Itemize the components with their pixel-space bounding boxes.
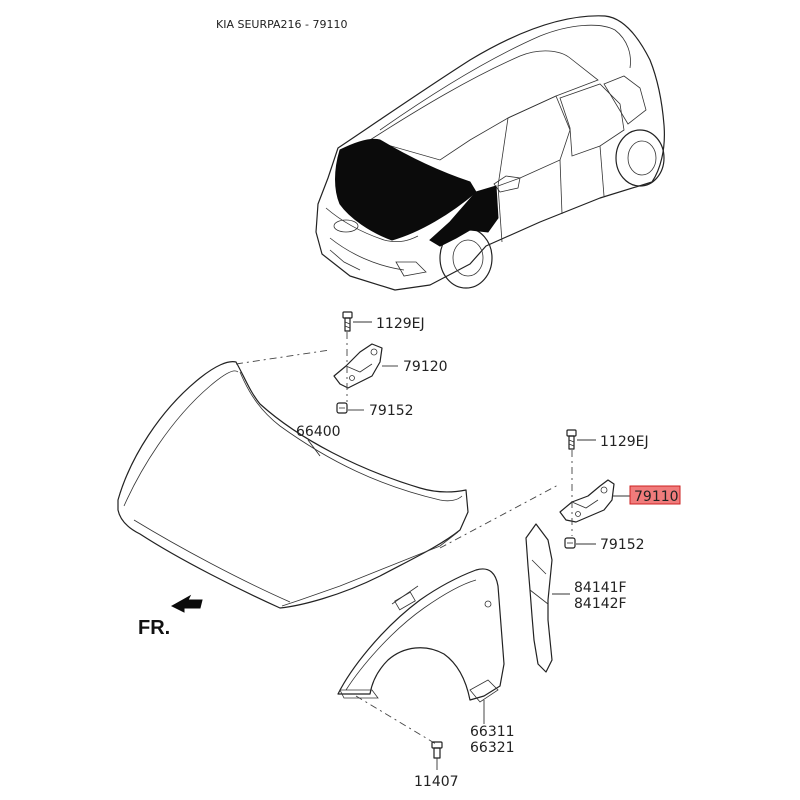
- label-1129ej-upper: 1129EJ: [376, 316, 425, 332]
- label-66400: 66400: [296, 424, 341, 440]
- label-66321: 66321: [470, 740, 515, 756]
- highlight-79110: [629, 485, 681, 505]
- label-11407: 11407: [414, 774, 459, 790]
- seal-84141f-icon: [525, 523, 553, 673]
- label-79110: 79110: [634, 489, 679, 505]
- label-84141f: 84141F: [574, 580, 627, 596]
- bolt-right-icon: [566, 429, 577, 450]
- right-hinge-assembly: [559, 429, 630, 549]
- fr-label: FR.: [138, 617, 170, 639]
- label-79152-right: 79152: [600, 537, 645, 553]
- hood-66400-icon: [117, 361, 469, 609]
- label-66311: 66311: [470, 724, 515, 740]
- hinge-79120-icon: [333, 343, 383, 389]
- nut-right-icon: [564, 537, 576, 549]
- label-79152-upper: 79152: [369, 403, 414, 419]
- label-84142f: 84142F: [574, 596, 627, 612]
- front-direction-indicator: FR.: [138, 594, 203, 639]
- label-79120: 79120: [403, 359, 448, 375]
- diagram-title: KIA SEURPA216 - 79110: [216, 18, 348, 31]
- nut-upper-icon: [336, 402, 348, 414]
- hinge-79110-icon: [559, 479, 615, 523]
- label-1129ej-right: 1129EJ: [600, 434, 649, 450]
- car-illustration: [315, 15, 665, 291]
- fender-66311-icon: [337, 568, 505, 703]
- upper-hinge-assembly: [333, 311, 398, 414]
- screw-11407-icon: [431, 741, 443, 759]
- bolt-upper-icon: [342, 311, 353, 332]
